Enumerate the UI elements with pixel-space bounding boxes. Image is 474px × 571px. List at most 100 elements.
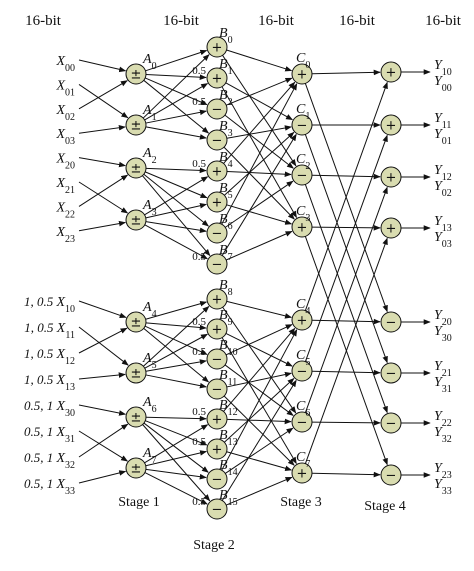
stage2-node-label: B9: [219, 308, 233, 328]
stage3-node-label: C0: [296, 51, 310, 71]
stage3-to-stage4-wire: [304, 81, 388, 311]
stage1-node-label: A3: [142, 198, 157, 218]
stage2-node-label: B13: [219, 428, 238, 448]
stage3-node-label: C7: [296, 450, 310, 470]
stage2-to-stage3-wire: [225, 230, 293, 261]
stage3-node: [291, 216, 313, 238]
input-wire: [78, 181, 129, 214]
stage2-node-label: B14: [219, 458, 238, 478]
stage2-node-symbol: −: [212, 503, 223, 518]
stage1-node: [125, 114, 147, 136]
input-wire: [78, 404, 127, 416]
input-label: X22: [55, 200, 75, 220]
stage3-to-stage4-wire: [304, 237, 388, 464]
stage2-to-stage3-wire: [226, 170, 292, 177]
stage4-node: [380, 362, 402, 384]
bitwidth-header: 16-bit: [425, 13, 462, 29]
input-wire: [78, 59, 127, 73]
stage2-node-label: B10: [219, 338, 238, 358]
output-label: Y10: [434, 58, 452, 78]
stage3-node-label: C4: [296, 297, 310, 317]
stage2-node: [206, 191, 228, 213]
output-label: Y03: [434, 230, 452, 250]
scaling-coefficient: 0.5: [192, 158, 206, 170]
stage2-to-stage3-wire: [226, 204, 293, 225]
stage2-to-stage3-wire: [223, 81, 296, 164]
stage2-node-symbol: +: [212, 196, 223, 211]
input-label: X00: [55, 54, 75, 74]
input-label: X02: [55, 103, 75, 123]
stage2-node-label: B5: [219, 181, 233, 201]
output-label: Y00: [434, 74, 452, 94]
stage2-node-label: B8: [219, 278, 233, 298]
stage1-node: [125, 362, 147, 384]
stage3-node-label: C2: [296, 152, 310, 172]
stage3-node-symbol: −: [297, 169, 308, 184]
stage2-to-stage3-wire: [221, 329, 298, 471]
stage1-to-stage2-wire: [144, 325, 208, 355]
stage3-to-stage4-wire: [311, 225, 381, 231]
input-label: 0.5, 1 X32: [24, 450, 75, 471]
bitwidth-header: 16-bit: [25, 13, 62, 29]
scaling-coefficient: 0.5: [192, 96, 206, 108]
stage1-node-label: A6: [142, 395, 157, 415]
stage3-node-symbol: −: [297, 119, 308, 134]
stage1-node-symbol: ±: [131, 68, 142, 83]
stage4-node: [380, 464, 402, 486]
stage1-node-symbol: ±: [131, 367, 142, 382]
scaling-coefficient: 0.5: [192, 496, 206, 508]
stage2-node-label: B4: [219, 150, 233, 170]
stage4-node-symbol: +: [386, 222, 397, 237]
stage2-node-symbol: +: [212, 72, 223, 87]
stage2-node-symbol: +: [212, 443, 223, 458]
output-label: Y13: [434, 214, 452, 234]
stage1-node: [125, 406, 147, 428]
stage1-node-label: A7: [142, 446, 157, 466]
stage2-to-stage3-wire: [221, 133, 297, 256]
stage4-node-symbol: +: [386, 119, 397, 134]
input-wire: [78, 372, 126, 380]
stage3-to-stage4-wire: [311, 420, 381, 426]
stage2-node-symbol: −: [212, 258, 223, 273]
operation-nodes: ±±±±±±±±++−−++−−++−−++−−+−−++−−+++++−−−−: [125, 36, 402, 520]
stage1-to-stage2-wire: [143, 327, 210, 383]
stage2-to-stage3-wire: [222, 55, 297, 167]
stage1-node-symbol: ±: [131, 316, 142, 331]
stage2-to-stage3-wire: [224, 364, 294, 416]
stage1-node-symbol: ±: [131, 162, 142, 177]
stage2-to-stage3-wire: [225, 324, 293, 356]
stage3-node: [291, 114, 313, 136]
stage2-to-stage3-wire: [226, 300, 293, 319]
stage1-to-stage2-wire: [145, 203, 207, 219]
input-wire: [78, 80, 128, 110]
stage1-node-symbol: ±: [131, 214, 142, 229]
stage-label: Stage 4: [364, 499, 406, 514]
stage2-to-stage3-wire: [226, 125, 292, 139]
stage2-node: [206, 36, 228, 58]
stage1-to-stage2-wire: [145, 126, 207, 140]
output-label: Y20: [434, 308, 452, 328]
stage3-node: [291, 164, 313, 186]
stage1-node-label: A1: [142, 103, 157, 123]
stage1-node-symbol: ±: [131, 411, 142, 426]
stage2-node: [206, 222, 228, 244]
stage1-to-stage2-wire: [144, 472, 208, 505]
stage2-to-stage3-wire: [224, 180, 294, 228]
stage-label: Stage 2: [193, 538, 235, 553]
scaling-coefficient: 0.5: [192, 316, 206, 328]
stage1-to-stage2-wire: [144, 83, 209, 121]
output-label: Y02: [434, 179, 452, 199]
stage4-node-symbol: +: [386, 66, 397, 81]
stage1-to-stage2-wire: [145, 167, 207, 174]
input-wire: [78, 300, 127, 318]
stage1-node: [125, 157, 147, 179]
output-label: Y30: [434, 324, 452, 344]
stage4-node: [380, 311, 402, 333]
stage2-node-symbol: −: [212, 473, 223, 488]
output-label: Y11: [434, 111, 451, 131]
stage3-to-stage4-wire: [311, 69, 381, 76]
stage3-node: [291, 360, 313, 382]
stage2-node-symbol: −: [212, 134, 223, 149]
stage4-node-symbol: −: [386, 469, 397, 484]
